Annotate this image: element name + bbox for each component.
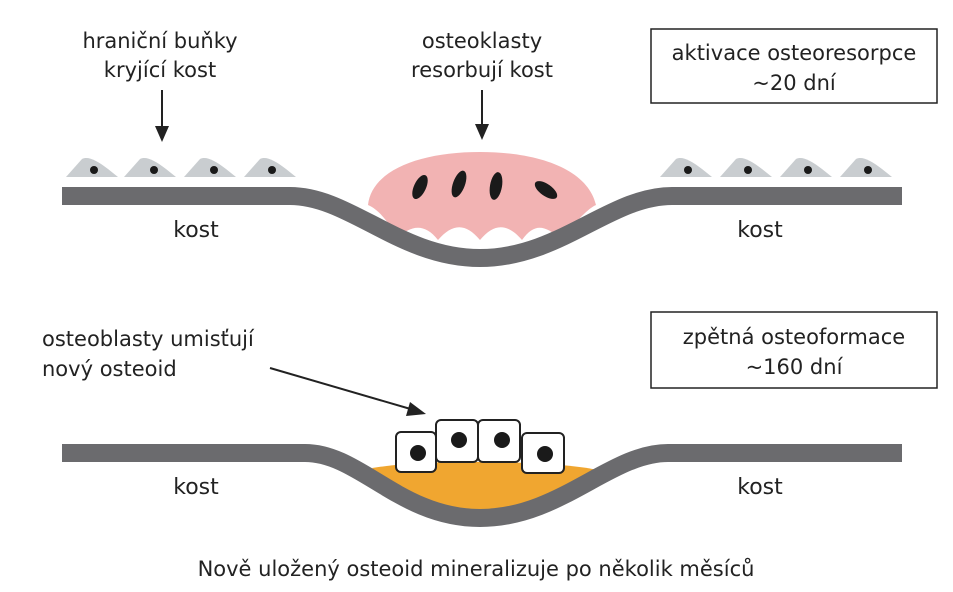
lining-cells-left (66, 158, 296, 177)
activation-box-line1: aktivace osteoresorpce (672, 41, 917, 65)
lining-cell (184, 158, 236, 177)
lining-cells-label-line2: kryjící kost (104, 58, 216, 82)
osteoclasts-label-line1: osteoklasty (422, 29, 542, 53)
arrow-to-osteoblasts (270, 368, 426, 416)
lining-cell-nucleus (150, 166, 158, 174)
osteoblast-nucleus (451, 432, 467, 448)
bone-label-top-left: kost (173, 218, 219, 243)
osteoblasts-label-line2: nový osteoid (42, 357, 177, 381)
osteoclasts-label-line2: resorbují kost (411, 58, 553, 82)
caption: Nově uložený osteoid mineralizuje po něk… (198, 557, 755, 581)
bone-label-bottom-right: kost (737, 475, 783, 500)
lining-cells-label-line1: hraniční buňky (82, 29, 237, 53)
osteoblast-nucleus (494, 432, 510, 448)
lining-cell-nucleus (268, 166, 276, 174)
osteoblast-nucleus (410, 445, 426, 461)
lining-cell-nucleus (210, 166, 218, 174)
lining-cells-right (660, 158, 892, 177)
lining-cell-nucleus (90, 166, 98, 174)
formation-panel: osteoblasty umisťují nový osteoid zpětná… (42, 312, 937, 581)
lining-cell-nucleus (864, 166, 872, 174)
lining-cell (124, 158, 176, 177)
lining-cell-nucleus (804, 166, 812, 174)
osteoblast-nucleus (537, 446, 553, 462)
resorption-panel: hraniční buňky kryjící kost osteoklasty … (62, 29, 937, 258)
osteoblasts-label-line1: osteoblasty umisťují (42, 327, 255, 351)
formation-box-line1: zpětná osteoformace (683, 325, 905, 349)
bone-label-top-right: kost (737, 218, 783, 243)
lining-cell-nucleus (684, 166, 692, 174)
arrow-to-lining-cells (155, 90, 169, 142)
formation-box-line2: ~160 dní (746, 355, 844, 379)
osteoclast (368, 152, 596, 240)
arrow-to-osteoclasts (475, 90, 489, 140)
activation-box-line2: ~20 dní (752, 71, 837, 95)
bone-label-bottom-left: kost (173, 475, 219, 500)
lining-cell-nucleus (744, 166, 752, 174)
